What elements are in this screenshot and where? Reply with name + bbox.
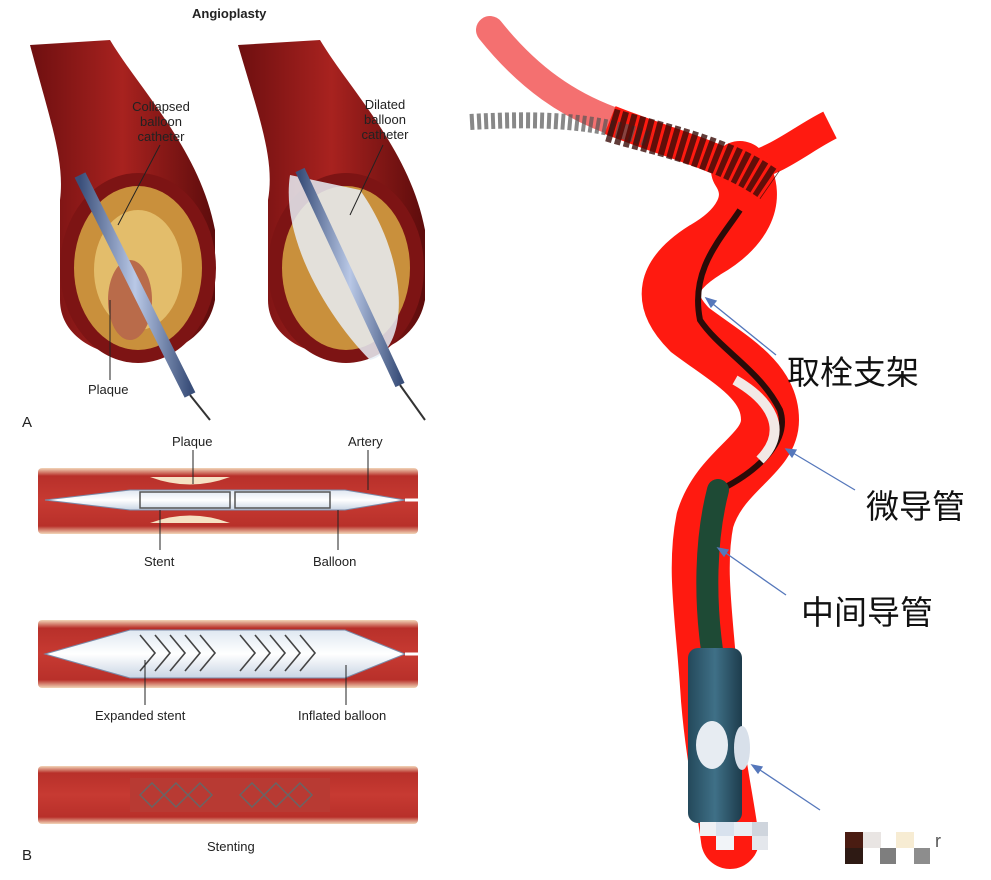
panel-b-leaders-1 <box>159 450 369 550</box>
panel-b-leaders-2 <box>144 660 347 705</box>
vessel-illustration <box>469 16 837 869</box>
partial-text: r <box>935 831 941 851</box>
inflated-balloon-label: Inflated balloon <box>298 708 387 723</box>
stent-label: Stent <box>144 554 175 569</box>
panel-letter-a: A <box>22 414 33 431</box>
vessel-dilated-balloon <box>238 40 426 421</box>
microcatheter-label: 微导管 <box>866 487 965 526</box>
right-arrows <box>704 296 856 811</box>
panel-a-leaders <box>109 144 384 380</box>
angioplasty-title: Angioplasty <box>192 6 267 21</box>
panel-letter-b: B <box>22 847 33 864</box>
stent-tube-collapsed <box>38 468 418 534</box>
stenting-label: Stenting <box>207 839 255 854</box>
dilated-balloon-label: Dilated balloon catheter <box>361 97 409 142</box>
plaque-label-b: Plaque <box>172 434 213 449</box>
vessel-collapsed-balloon <box>30 40 216 421</box>
stent-retriever-label: 取栓支架 <box>787 353 919 392</box>
stent-tube-deployed <box>38 766 418 824</box>
collapsed-balloon-label: Collapsed balloon catheter <box>132 99 190 144</box>
expanded-stent-label: Expanded stent <box>95 708 186 723</box>
stent-tube-expanded <box>38 620 418 688</box>
intermediate-catheter-label: 中间导管 <box>801 593 933 632</box>
plaque-label-a: Plaque <box>88 382 129 397</box>
artery-label: Artery <box>348 434 383 449</box>
balloon-label: Balloon <box>313 554 357 569</box>
